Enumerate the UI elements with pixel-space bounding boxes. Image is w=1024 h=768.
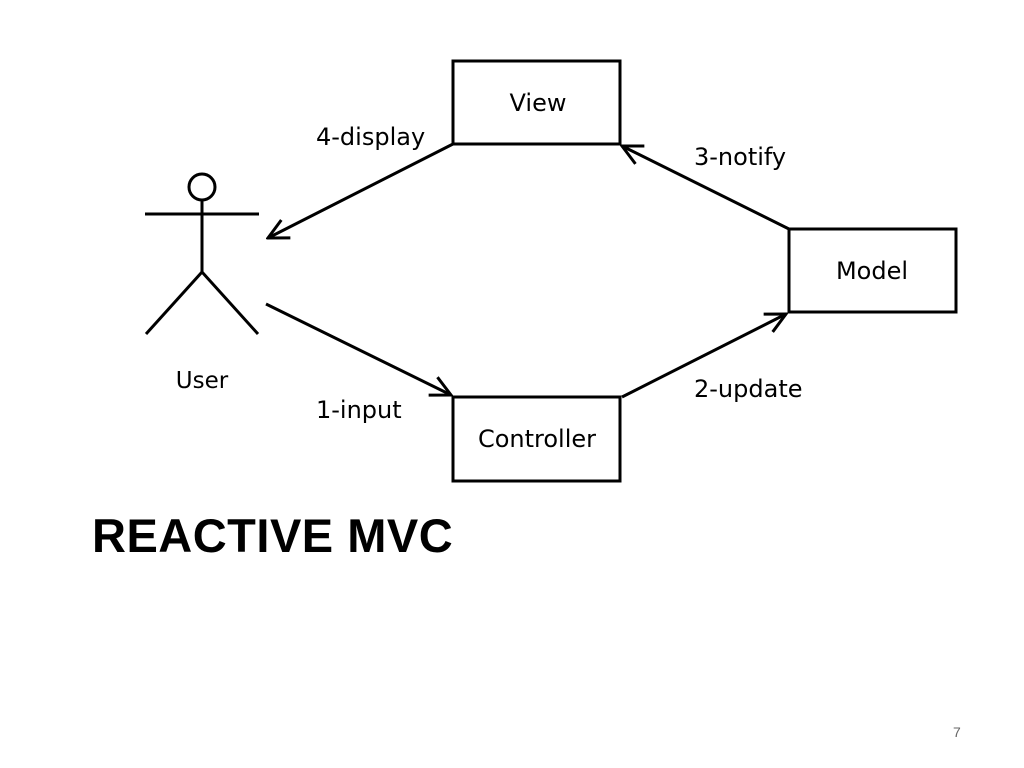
model-node: Model xyxy=(787,227,958,314)
slide-title: REACTIVE MVC xyxy=(92,509,454,562)
notify-edge-label: 3-notify xyxy=(694,143,786,171)
input-edge-label: 1-input xyxy=(316,396,402,424)
display-edge-label: 4-display xyxy=(316,123,425,151)
view-node: View xyxy=(451,59,622,146)
user-actor-icon xyxy=(144,172,260,336)
model-label: Model xyxy=(836,257,908,285)
update-edge-label: 2-update xyxy=(694,375,803,403)
page-number: 7 xyxy=(953,724,961,740)
update-arrow xyxy=(621,314,786,399)
user-label: User xyxy=(176,368,229,394)
input-arrow xyxy=(265,302,451,395)
controller-label: Controller xyxy=(478,425,596,453)
notify-arrow xyxy=(622,146,790,231)
display-arrow xyxy=(268,142,454,238)
controller-node: Controller xyxy=(451,395,622,483)
view-label: View xyxy=(510,89,567,117)
